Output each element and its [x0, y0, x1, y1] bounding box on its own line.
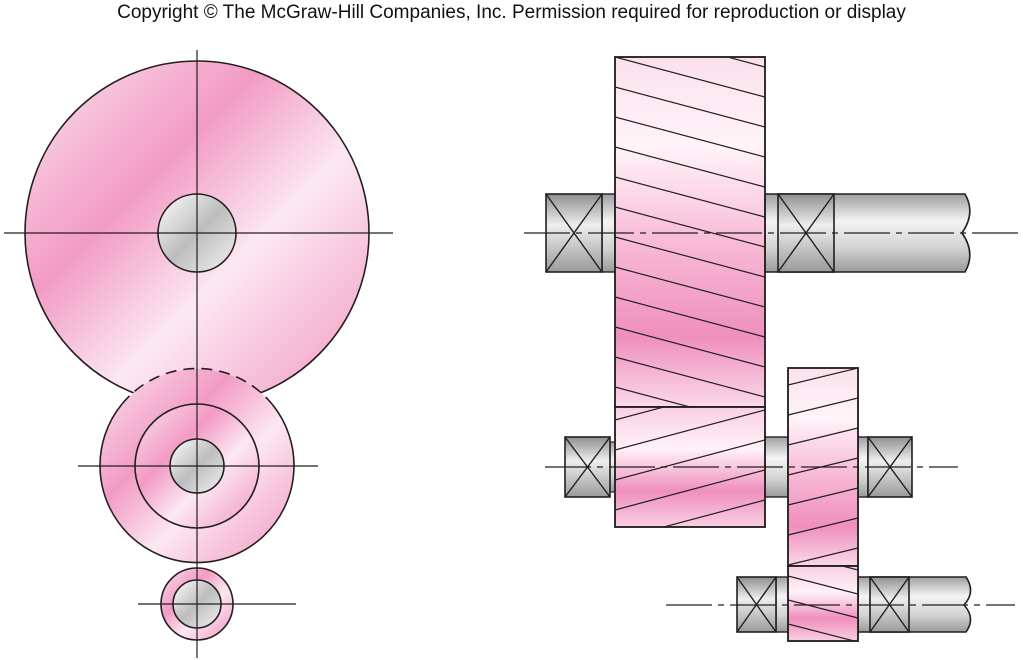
large-gear-side	[614, 56, 766, 408]
compound-pinion-side	[614, 406, 766, 528]
top-shaft-assembly	[524, 56, 1018, 408]
copyright-notice: Copyright © The McGraw-Hill Companies, I…	[117, 2, 906, 23]
bottom-shaft-assembly	[666, 565, 1015, 642]
side-view	[524, 56, 1018, 642]
pinion-side	[787, 565, 859, 642]
middle-shaft-assembly	[545, 367, 958, 567]
front-view	[4, 50, 393, 658]
front-view-centerlines	[4, 50, 393, 658]
